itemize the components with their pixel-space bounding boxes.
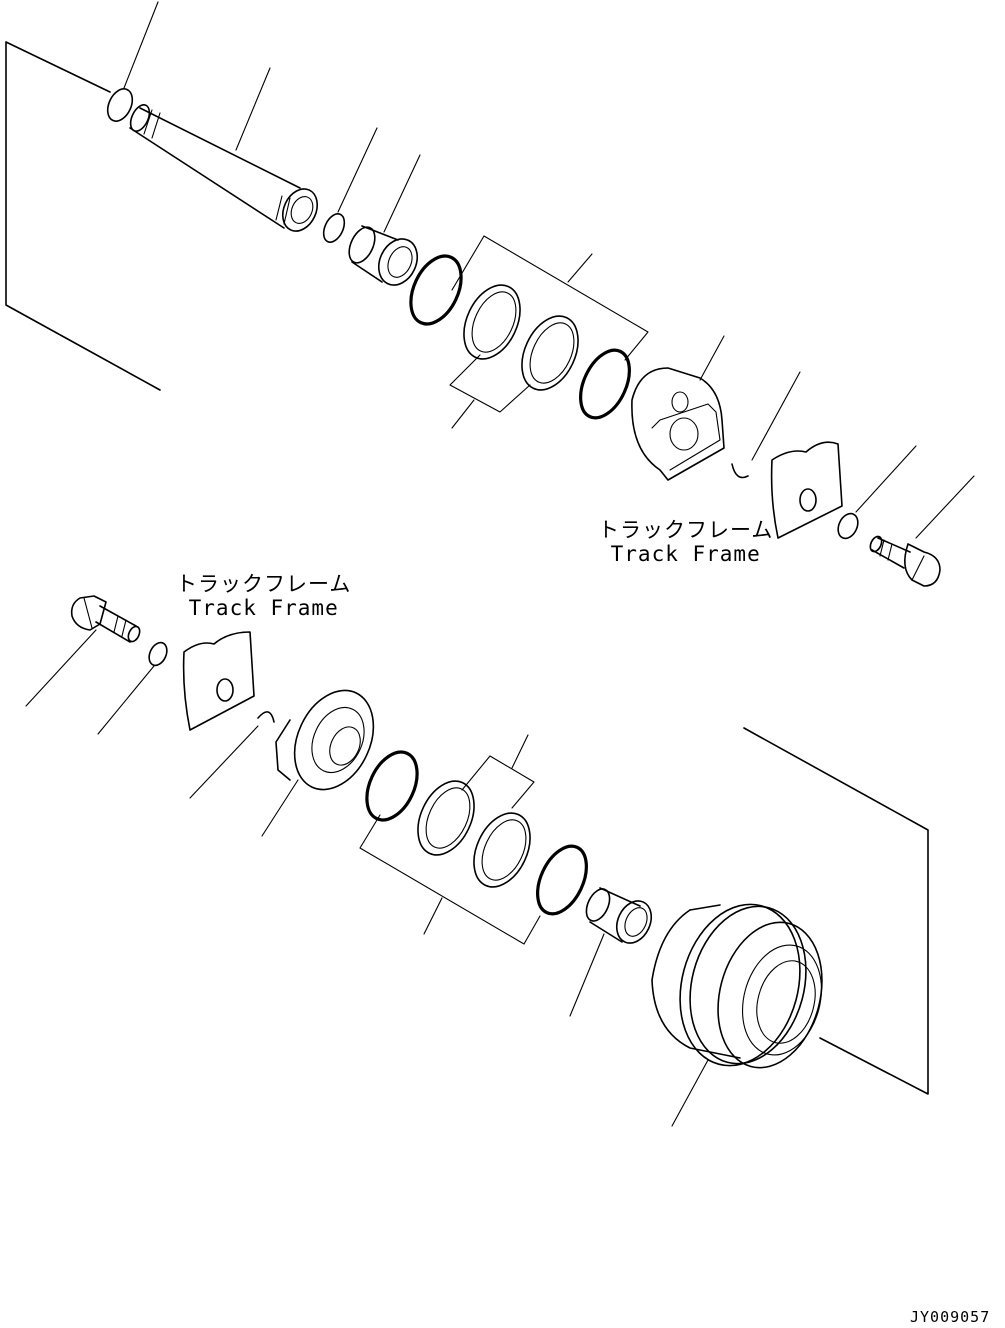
o-ring-small	[322, 127, 378, 243]
track-frame-label-upper-en: Track Frame	[610, 542, 761, 566]
floating-seal-upper	[449, 235, 649, 429]
track-frame-label-lower: トラックフレーム Track Frame	[176, 572, 351, 620]
bolt-lower	[25, 595, 141, 707]
seal-ring-upper-2	[579, 348, 631, 420]
o-ring-upper-left	[106, 1, 159, 122]
lower-group-bracket	[743, 727, 929, 1095]
washer-upper	[837, 445, 917, 540]
track-frame-label-lower-jp: トラックフレーム	[176, 572, 352, 596]
seal-ring-lower-2	[536, 844, 588, 916]
snap-ring-upper	[731, 371, 801, 479]
bushing-upper	[348, 154, 421, 286]
track-frame-label-upper: トラックフレーム Track Frame	[598, 518, 773, 566]
track-frame-plate-upper	[770, 441, 843, 539]
seal-ring-lower-1	[365, 750, 419, 822]
bolt-upper	[869, 475, 975, 587]
snap-ring-lower	[189, 711, 275, 799]
shaft	[129, 67, 319, 232]
support-collar-upper	[631, 335, 725, 481]
track-frame-label-lower-en: Track Frame	[188, 596, 339, 620]
seal-ring-upper-1	[409, 254, 463, 326]
bushing-lower	[569, 887, 653, 1017]
washer-lower	[97, 641, 168, 735]
track-frame-label-upper-jp: トラックフレーム	[598, 518, 774, 542]
drawing-code: JY009057	[910, 1308, 991, 1326]
track-frame-plate-lower	[182, 631, 255, 731]
upper-group-bracket	[5, 41, 161, 391]
floating-seal-lower	[359, 734, 541, 945]
roller	[651, 903, 823, 1127]
support-collar-lower	[261, 689, 375, 837]
